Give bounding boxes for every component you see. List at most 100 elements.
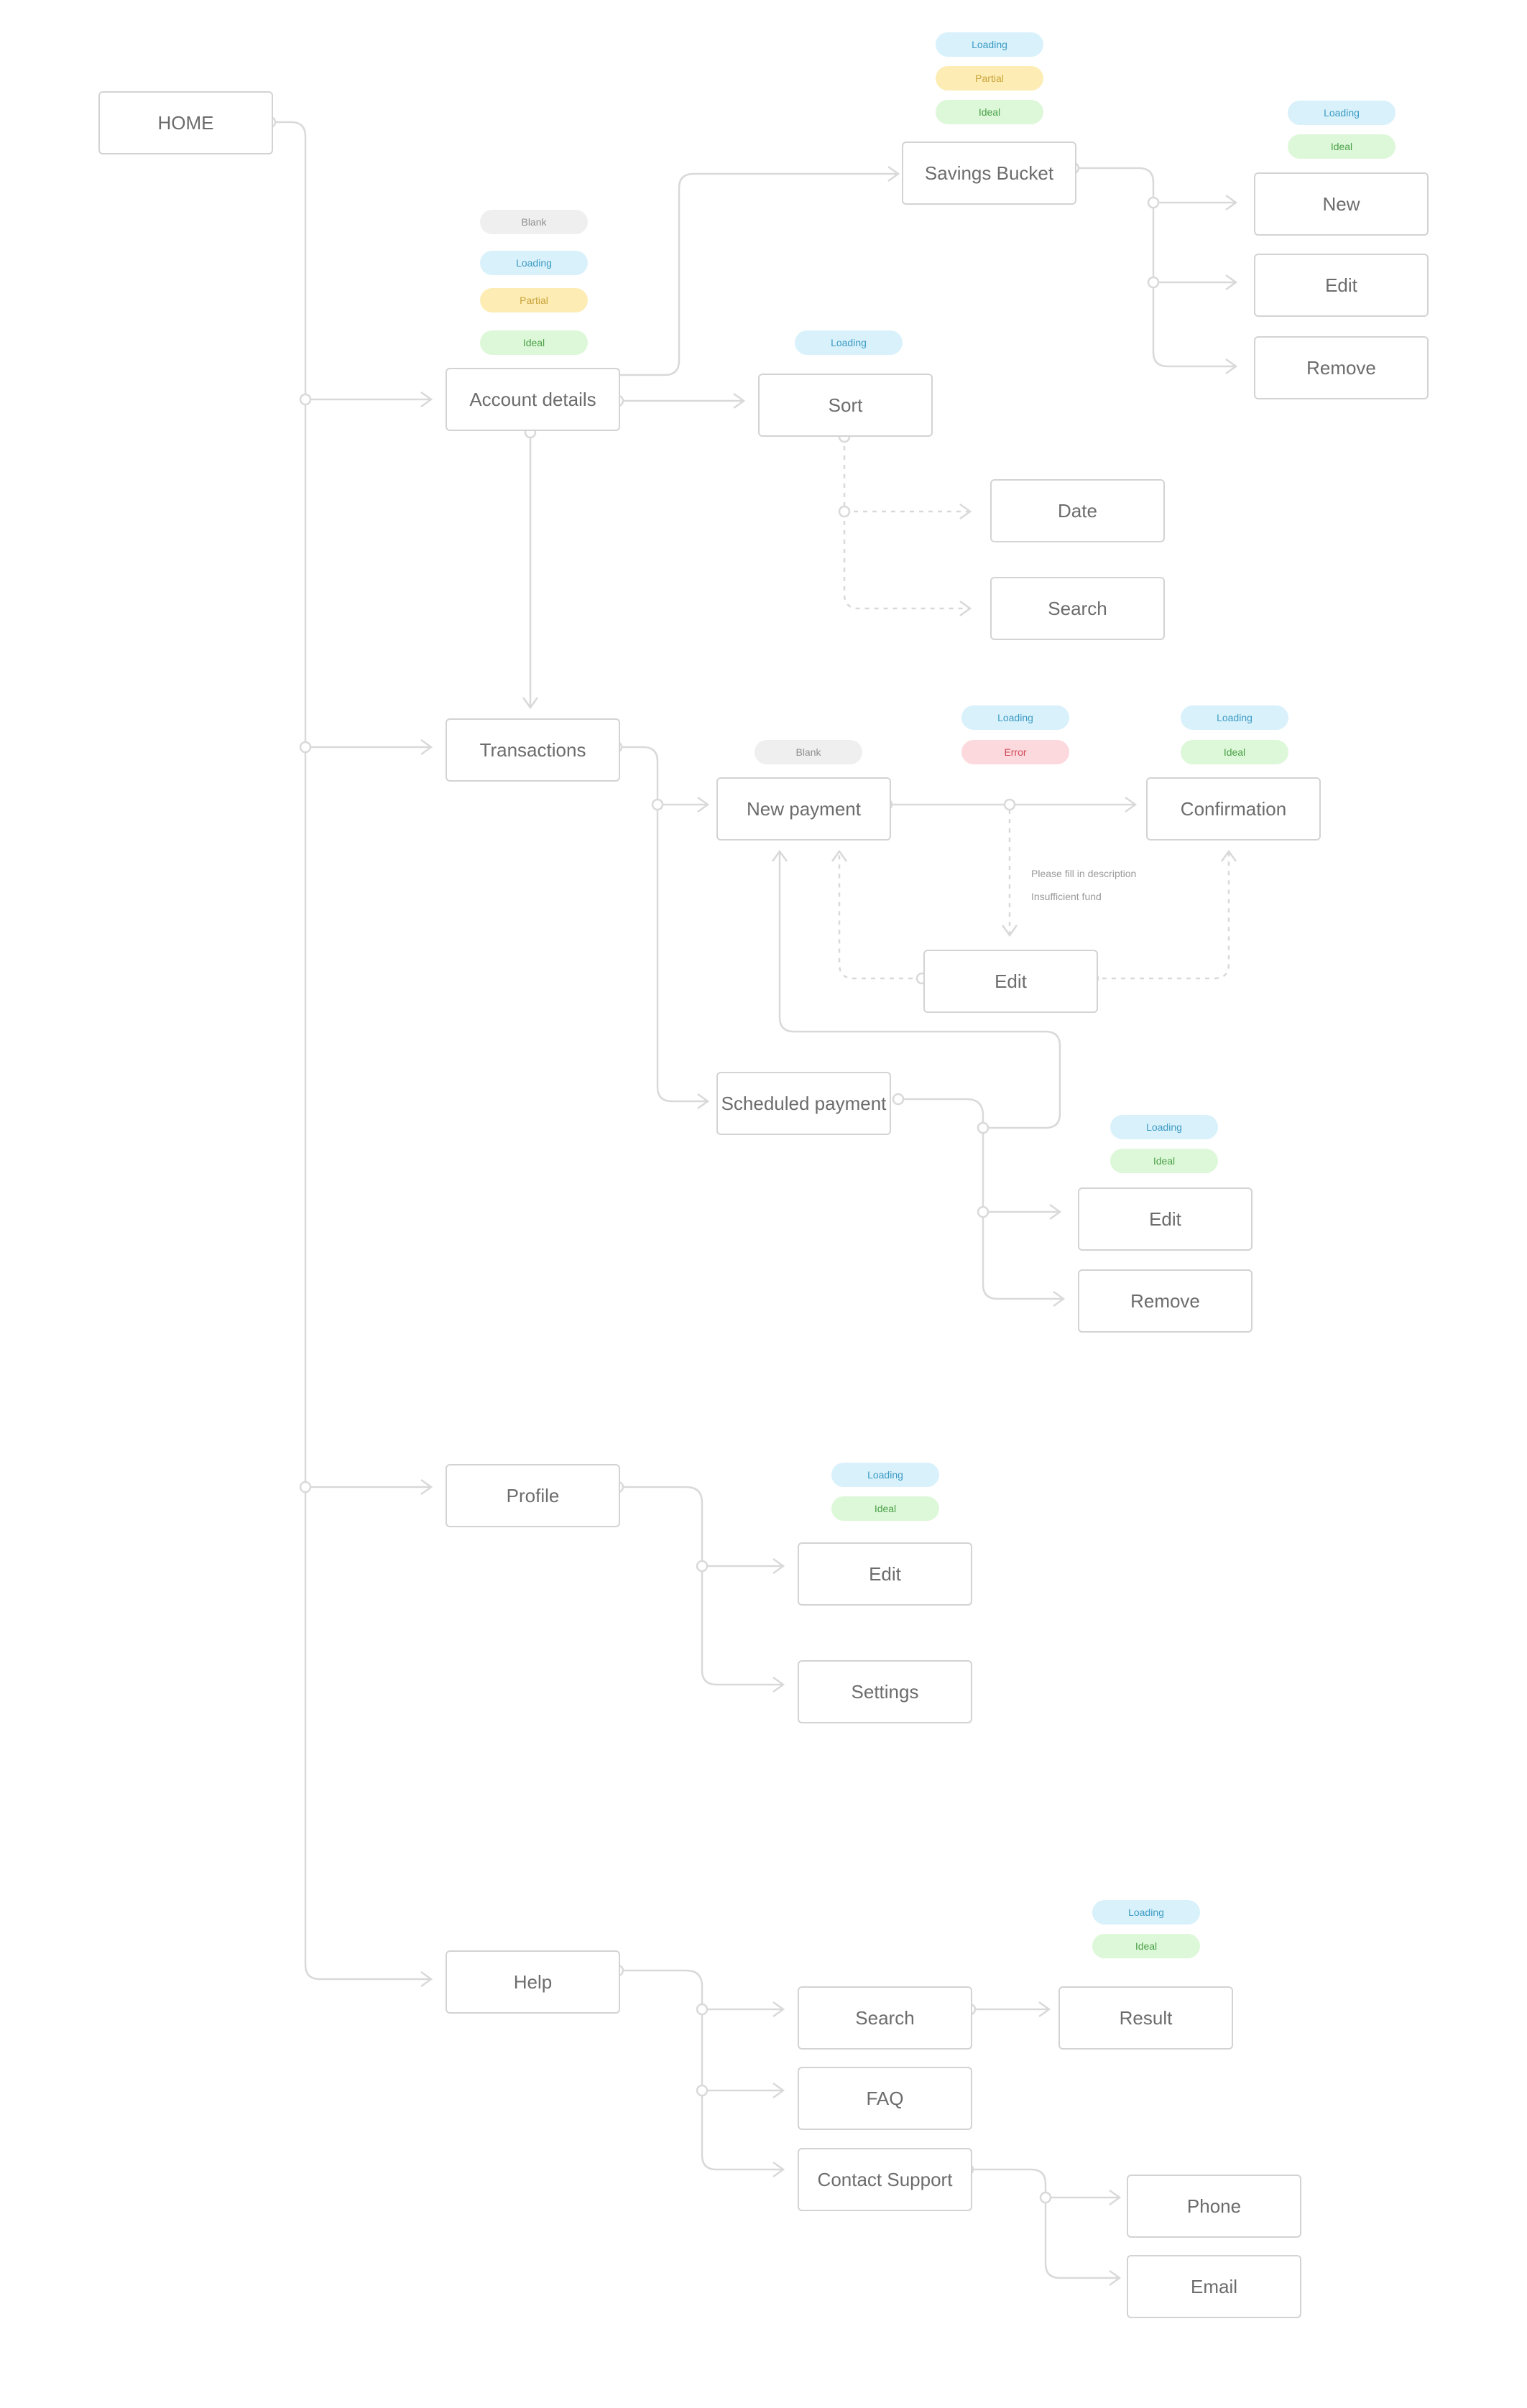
- state-badge-ideal: Ideal: [1181, 740, 1288, 764]
- connector-dot: [977, 1205, 989, 1218]
- arrowhead-right: [772, 2082, 785, 2099]
- connector-dot: [892, 1093, 905, 1106]
- note-funds: Insufficient fund: [1031, 891, 1102, 902]
- node-bucket-new[interactable]: New: [1254, 172, 1429, 236]
- state-badge-ideal: Ideal: [936, 100, 1043, 124]
- arrowhead-right: [1049, 1203, 1062, 1221]
- state-badge-blank: Blank: [755, 740, 862, 764]
- connector-line: [968, 2168, 1120, 2279]
- arrowhead-right: [420, 1971, 433, 1988]
- arrowhead-right: [1125, 796, 1138, 813]
- node-help-faq[interactable]: FAQ: [798, 2067, 972, 2130]
- node-help-search[interactable]: Search: [798, 1986, 972, 2050]
- connector-line: [778, 851, 1061, 1129]
- state-badge-loading: Loading: [961, 705, 1069, 730]
- connector-line: [617, 746, 708, 1103]
- node-profile[interactable]: Profile: [446, 1464, 620, 1527]
- connector-dot: [977, 1121, 989, 1134]
- connector-dot: [651, 798, 664, 811]
- arrowhead-right: [772, 1676, 785, 1693]
- state-badge-blank: Blank: [480, 210, 588, 234]
- arrowhead-right: [772, 1557, 785, 1575]
- node-profile-settings[interactable]: Settings: [798, 1660, 972, 1723]
- node-sort-date[interactable]: Date: [990, 479, 1165, 542]
- node-scheduled-payment[interactable]: Scheduled payment: [716, 1072, 891, 1135]
- arrowhead-right: [1225, 358, 1238, 375]
- state-badge-loading: Loading: [480, 251, 588, 275]
- connector-dot: [1147, 196, 1160, 209]
- node-contact-support[interactable]: Contact Support: [798, 2148, 972, 2211]
- arrowhead-right: [1109, 2189, 1122, 2206]
- arrowhead-up: [771, 849, 788, 862]
- arrowhead-right: [1109, 2269, 1122, 2287]
- state-badge-ideal: Ideal: [1110, 1149, 1218, 1173]
- node-help-result[interactable]: Result: [1058, 1986, 1233, 2050]
- state-badge-ideal: Ideal: [1288, 134, 1395, 159]
- node-transactions[interactable]: Transactions: [446, 718, 620, 782]
- connector-dot: [299, 393, 312, 406]
- arrowhead-right: [1053, 1290, 1066, 1307]
- node-payment-edit[interactable]: Edit: [923, 950, 1098, 1013]
- state-badge-loading: Loading: [1092, 1900, 1200, 1925]
- arrowhead-right: [733, 392, 746, 409]
- connector-line: [843, 437, 970, 610]
- state-badge-partial: Partial: [480, 288, 588, 312]
- arrowhead-right: [420, 391, 433, 408]
- connector-dot: [696, 1560, 709, 1573]
- node-scheduled-edit[interactable]: Edit: [1078, 1187, 1252, 1251]
- arrowhead-right: [420, 1478, 433, 1496]
- arrowhead-right: [887, 165, 900, 182]
- node-support-email[interactable]: Email: [1127, 2255, 1301, 2318]
- state-badge-loading: Loading: [1181, 705, 1288, 730]
- arrowhead-down: [522, 697, 539, 710]
- connector-line: [618, 1969, 783, 2171]
- node-sort-search[interactable]: Search: [990, 577, 1165, 640]
- connector-line: [838, 851, 922, 980]
- node-savings-bucket[interactable]: Savings Bucket: [902, 142, 1076, 205]
- arrowhead-right: [697, 796, 710, 813]
- node-scheduled-remove[interactable]: Remove: [1078, 1269, 1252, 1333]
- state-badge-loading: Loading: [936, 32, 1043, 57]
- state-badge-loading: Loading: [1110, 1115, 1218, 1139]
- connector-dot: [1147, 276, 1160, 289]
- arrowhead-right: [1225, 194, 1238, 211]
- connector-line: [898, 1098, 1064, 1300]
- state-badge-partial: Partial: [936, 66, 1043, 91]
- connector-dot: [299, 1481, 312, 1494]
- connector-dot: [696, 2084, 709, 2097]
- node-profile-edit[interactable]: Edit: [798, 1542, 972, 1606]
- node-bucket-edit[interactable]: Edit: [1254, 254, 1429, 317]
- connector-line: [618, 1486, 783, 1686]
- state-badge-loading: Loading: [795, 330, 903, 355]
- arrowhead-right: [1038, 2001, 1051, 2018]
- state-badge-loading: Loading: [831, 1463, 939, 1487]
- arrowhead-right: [959, 503, 972, 520]
- arrowhead-right: [959, 600, 972, 617]
- state-badge-ideal: Ideal: [480, 330, 588, 355]
- state-badge-ideal: Ideal: [831, 1496, 939, 1521]
- node-bucket-remove[interactable]: Remove: [1254, 336, 1429, 399]
- node-new-payment[interactable]: New payment: [716, 777, 891, 841]
- arrowhead-right: [1225, 274, 1238, 291]
- arrowhead-right: [772, 2001, 785, 2018]
- note-description: Please fill in description: [1031, 868, 1137, 879]
- arrowhead-right: [420, 738, 433, 756]
- arrowhead-down: [1001, 925, 1018, 937]
- arrowhead-right: [772, 2161, 785, 2178]
- connector-line: [614, 172, 898, 376]
- node-help[interactable]: Help: [446, 1950, 620, 2014]
- connector-line: [1074, 167, 1236, 368]
- node-home[interactable]: HOME: [98, 91, 273, 154]
- node-confirmation[interactable]: Confirmation: [1146, 777, 1321, 841]
- state-badge-error: Error: [961, 740, 1069, 764]
- node-sort[interactable]: Sort: [758, 374, 933, 437]
- state-badge-loading: Loading: [1288, 101, 1395, 125]
- arrowhead-up: [831, 849, 848, 862]
- node-account-details[interactable]: Account details: [446, 368, 620, 431]
- connector-dot: [696, 2003, 709, 2016]
- node-support-phone[interactable]: Phone: [1127, 2175, 1301, 2238]
- connector-line: [1093, 851, 1230, 980]
- connector-dot: [1003, 798, 1016, 811]
- state-badge-ideal: Ideal: [1092, 1934, 1200, 1958]
